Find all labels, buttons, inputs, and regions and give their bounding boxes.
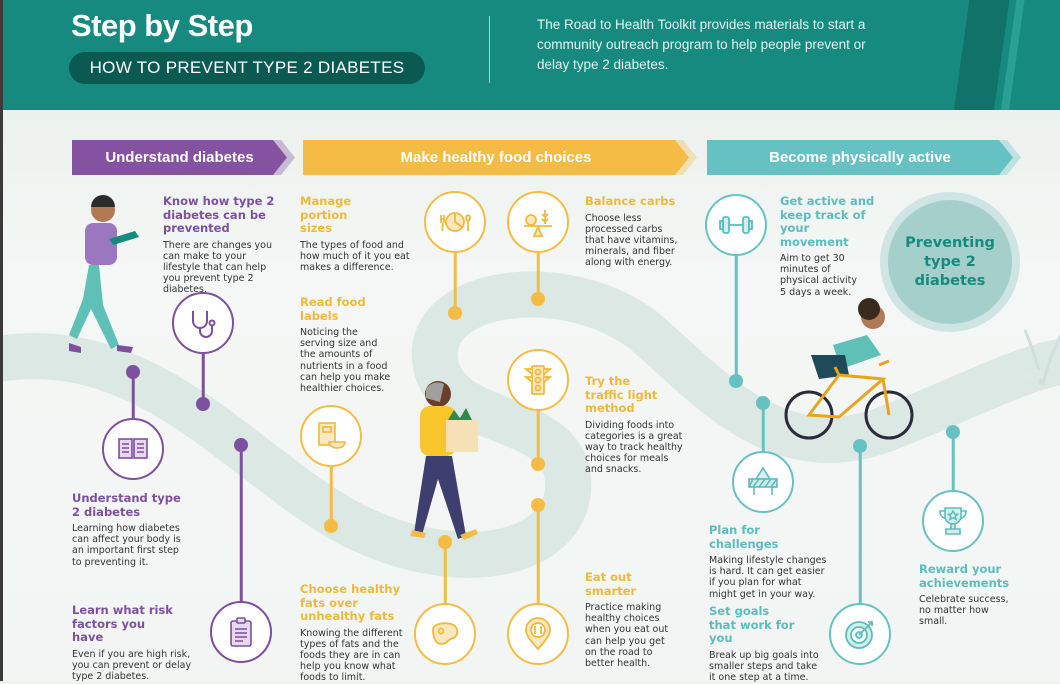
step-title: Eat out smarter	[585, 570, 637, 598]
balance-scale-icon	[507, 191, 569, 253]
step-body: The types of food and how much of it you…	[300, 239, 410, 273]
target-icon	[829, 603, 891, 665]
connector-dot	[234, 438, 248, 452]
step-body: Celebrate success, no matter how small.	[919, 594, 1009, 628]
subtitle-pill: HOW TO PREVENT TYPE 2 DIABETES	[69, 52, 425, 84]
plant-decoration	[1023, 329, 1060, 385]
step-body: There are changes you can make to your l…	[163, 239, 272, 296]
step-title: Read food labels	[300, 295, 366, 323]
connector-line	[536, 380, 540, 464]
connector-dot	[531, 292, 545, 306]
connector-dot	[126, 365, 140, 379]
connector-line	[858, 446, 862, 634]
connector-dot	[196, 397, 210, 411]
step-body: Dividing foods into categories is a grea…	[585, 419, 683, 476]
connector-line	[201, 323, 205, 404]
connector-line	[443, 542, 447, 634]
person-groceries-illustration	[410, 381, 478, 540]
connector-dot	[531, 457, 545, 471]
connector-dot	[946, 425, 960, 439]
decorative-stripe	[951, 0, 1011, 110]
connector-line	[131, 372, 135, 449]
connector-line	[329, 436, 333, 526]
plate-icon	[424, 191, 486, 253]
connector-dot	[729, 374, 743, 388]
page-title: Step by Step	[71, 8, 253, 43]
step-title: Manage portion sizes	[300, 194, 352, 235]
step-title: Choose healthy fats over unhealthy fats	[300, 582, 400, 623]
connector-line	[761, 403, 765, 482]
step-body: Even if you are high risk, you can preve…	[72, 648, 192, 682]
connector-line	[536, 222, 540, 299]
step-title: Reward your achievements	[919, 562, 1010, 590]
step-body: Aim to get 30 minutes of physical activi…	[780, 253, 857, 298]
connector-line	[453, 222, 457, 313]
step-title: Set goals that work for you	[709, 604, 795, 645]
food-label-icon	[300, 405, 362, 467]
clipboard-icon	[210, 601, 272, 663]
connector-dot	[324, 519, 338, 533]
person-reading-illustration	[69, 195, 139, 353]
step-body: Making lifestyle changes is hard. It can…	[709, 555, 827, 600]
step-title: Try the traffic light method	[585, 374, 658, 415]
connector-dot	[853, 439, 867, 453]
intro-text: The Road to Health Toolkit provides mate…	[537, 17, 866, 72]
banner-physically-active: Become physically active	[707, 140, 1013, 175]
traffic-light-icon	[507, 349, 569, 411]
step-title: Understand type 2 diabetes	[72, 491, 181, 519]
step-title: Get active and keep track of your moveme…	[780, 194, 875, 249]
banner-healthy-food: Make healthy food choices	[303, 140, 689, 175]
road-path	[3, 271, 1060, 578]
step-title: Know how type 2 diabetes can be prevente…	[163, 194, 275, 235]
connector-line	[536, 505, 540, 634]
stethoscope-icon	[172, 292, 234, 354]
connector-dot	[438, 535, 452, 549]
trophy-icon	[922, 490, 984, 552]
step-body: Practice making healthy choices when you…	[585, 602, 669, 670]
connector-line	[734, 225, 738, 381]
step-body: Knowing the different types of fats and …	[300, 627, 403, 684]
book-icon	[102, 418, 164, 480]
step-body: Break up big goals into smaller steps an…	[709, 649, 819, 683]
goal-badge: Preventing type 2 diabetes	[888, 200, 1012, 324]
step-title: Balance carbs	[585, 194, 676, 208]
step-title: Plan for challenges	[709, 523, 779, 551]
person-cycling-illustration	[784, 298, 914, 440]
header: Step by Step HOW TO PREVENT TYPE 2 DIABE…	[3, 0, 1060, 110]
step-body: Learning how diabetes can affect your bo…	[72, 523, 181, 568]
steak-icon	[414, 603, 476, 665]
step-get-active: Get active and keep track of your moveme…	[780, 194, 880, 298]
step-know-prevention: Know how type 2 diabetes can be prevente…	[163, 194, 283, 296]
step-body: Choose less processed carbs that have vi…	[585, 212, 678, 269]
goal-badge-text: Preventing type 2 diabetes	[905, 234, 995, 289]
connector-line	[239, 445, 243, 632]
dumbbell-icon	[705, 194, 767, 256]
connector-dot	[531, 498, 545, 512]
divider	[489, 16, 490, 83]
connector-dot	[756, 396, 770, 410]
connector-line	[951, 432, 955, 521]
barrier-icon	[732, 451, 794, 513]
step-title: Learn what risk factors you have	[72, 603, 173, 644]
connector-dot	[448, 306, 462, 320]
restaurant-pin-icon	[507, 603, 569, 665]
banner-understand-diabetes: Understand diabetes	[72, 140, 287, 175]
step-body: Noticing the serving size and the amount…	[300, 327, 391, 395]
